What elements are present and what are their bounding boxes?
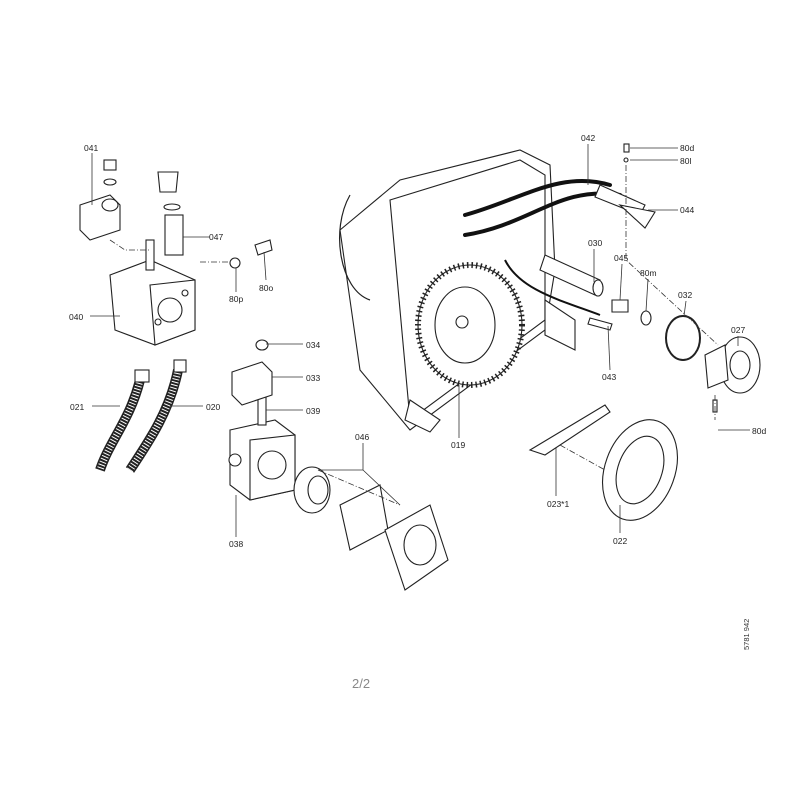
part-label-046: 046	[355, 432, 369, 442]
fittings-80p-80o	[229, 239, 273, 269]
air-damper-027	[704, 336, 761, 413]
part-label-80l: 80l	[680, 156, 691, 166]
part-label-020: 020	[206, 402, 220, 412]
part-label-80d-bottom: 80d	[752, 426, 766, 436]
flame-tube-030	[539, 254, 604, 297]
solenoid-coil-041	[79, 159, 121, 241]
part-label-022: 022	[613, 536, 627, 546]
seal-strip-023	[528, 404, 611, 456]
part-label-045: 045	[614, 253, 628, 263]
part-label-033: 033	[306, 373, 320, 383]
part-label-80o: 80o	[259, 283, 273, 293]
oil-pump-040	[109, 171, 196, 346]
part-label-019: 019	[451, 440, 465, 450]
part-label-044: 044	[680, 205, 694, 215]
part-label-80p: 80p	[229, 294, 243, 304]
part-label-042: 042	[581, 133, 595, 143]
part-label-040: 040	[69, 312, 83, 322]
document-number: 5781 942	[742, 618, 751, 650]
part-label-041: 041	[84, 143, 98, 153]
part-label-030: 030	[588, 238, 602, 248]
ignition-electrode-044	[618, 204, 656, 229]
part-label-038: 038	[229, 539, 243, 549]
screws-80d-80l	[623, 143, 630, 163]
part-label-047: 047	[209, 232, 223, 242]
fan-wheel-019	[415, 262, 525, 388]
part-label-043: 043	[602, 372, 616, 382]
small-parts-045-043-80m-032	[587, 299, 701, 361]
hoses-020-021	[95, 359, 187, 473]
part-label-034: 034	[306, 340, 320, 350]
part-label-027: 027	[731, 325, 745, 335]
coupling-and-cover-046	[293, 466, 449, 591]
part-label-032: 032	[678, 290, 692, 300]
part-label-021: 021	[70, 402, 84, 412]
oil-pump-038	[228, 339, 296, 501]
part-label-80d-top: 80d	[680, 143, 694, 153]
part-label-023: 023*1	[547, 499, 569, 509]
part-label-039: 039	[306, 406, 320, 416]
part-label-80m: 80m	[640, 268, 657, 278]
page-indicator: 2/2	[352, 676, 371, 691]
cover-plate-022	[602, 419, 678, 521]
